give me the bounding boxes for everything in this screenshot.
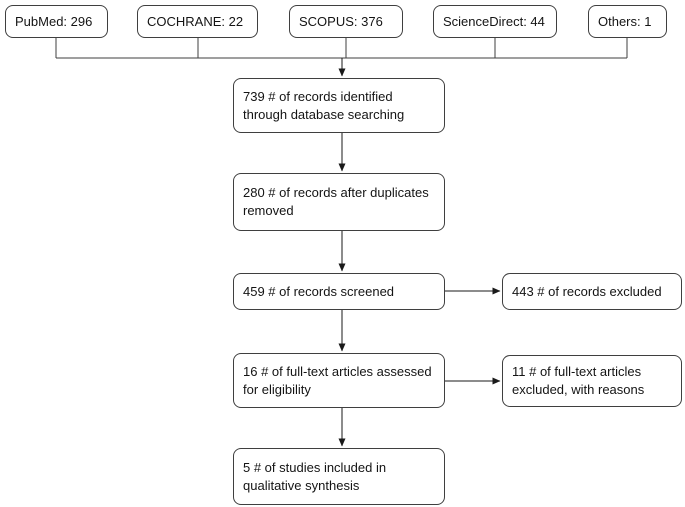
exclusion-box-records-excluded: 443 # of records excluded (502, 273, 682, 310)
source-label-scopus: SCOPUS: 376 (299, 13, 383, 29)
flow-box-duplicates-removed: 280 # of records after duplicates remove… (233, 173, 445, 231)
source-box-others: Others: 1 (588, 5, 667, 38)
exclusion-box-fulltext-excluded: 11 # of full-text articles excluded, wit… (502, 355, 682, 407)
flow-box-studies-included: 5 # of studies included in qualitative s… (233, 448, 445, 505)
exclusion-label-fulltext-excluded: 11 # of full-text articles excluded, wit… (512, 364, 645, 397)
source-box-pubmed: PubMed: 296 (5, 5, 108, 38)
flow-box-records-screened: 459 # of records screened (233, 273, 445, 310)
flow-label-records-screened: 459 # of records screened (243, 283, 395, 299)
source-label-sciencedirect: ScienceDirect: 44 (443, 13, 545, 29)
source-box-scopus: SCOPUS: 376 (289, 5, 403, 38)
source-label-cochrane: COCHRANE: 22 (147, 13, 244, 29)
flow-label-records-identified: 739 # of records identified through data… (243, 88, 405, 122)
flow-label-duplicates-removed: 280 # of records after duplicates remove… (243, 185, 429, 218)
source-label-pubmed: PubMed: 296 (15, 13, 93, 29)
source-label-others: Others: 1 (598, 13, 652, 29)
source-box-cochrane: COCHRANE: 22 (137, 5, 258, 38)
flow-box-fulltext-assessed: 16 # of full-text articles assessed for … (233, 353, 445, 408)
flow-label-studies-included: 5 # of studies included in qualitative s… (243, 459, 387, 493)
exclusion-label-records-excluded: 443 # of records excluded (512, 283, 662, 299)
flow-box-records-identified: 739 # of records identified through data… (233, 78, 445, 133)
source-box-sciencedirect: ScienceDirect: 44 (433, 5, 557, 38)
flow-label-fulltext-assessed: 16 # of full-text articles assessed for … (243, 363, 432, 397)
